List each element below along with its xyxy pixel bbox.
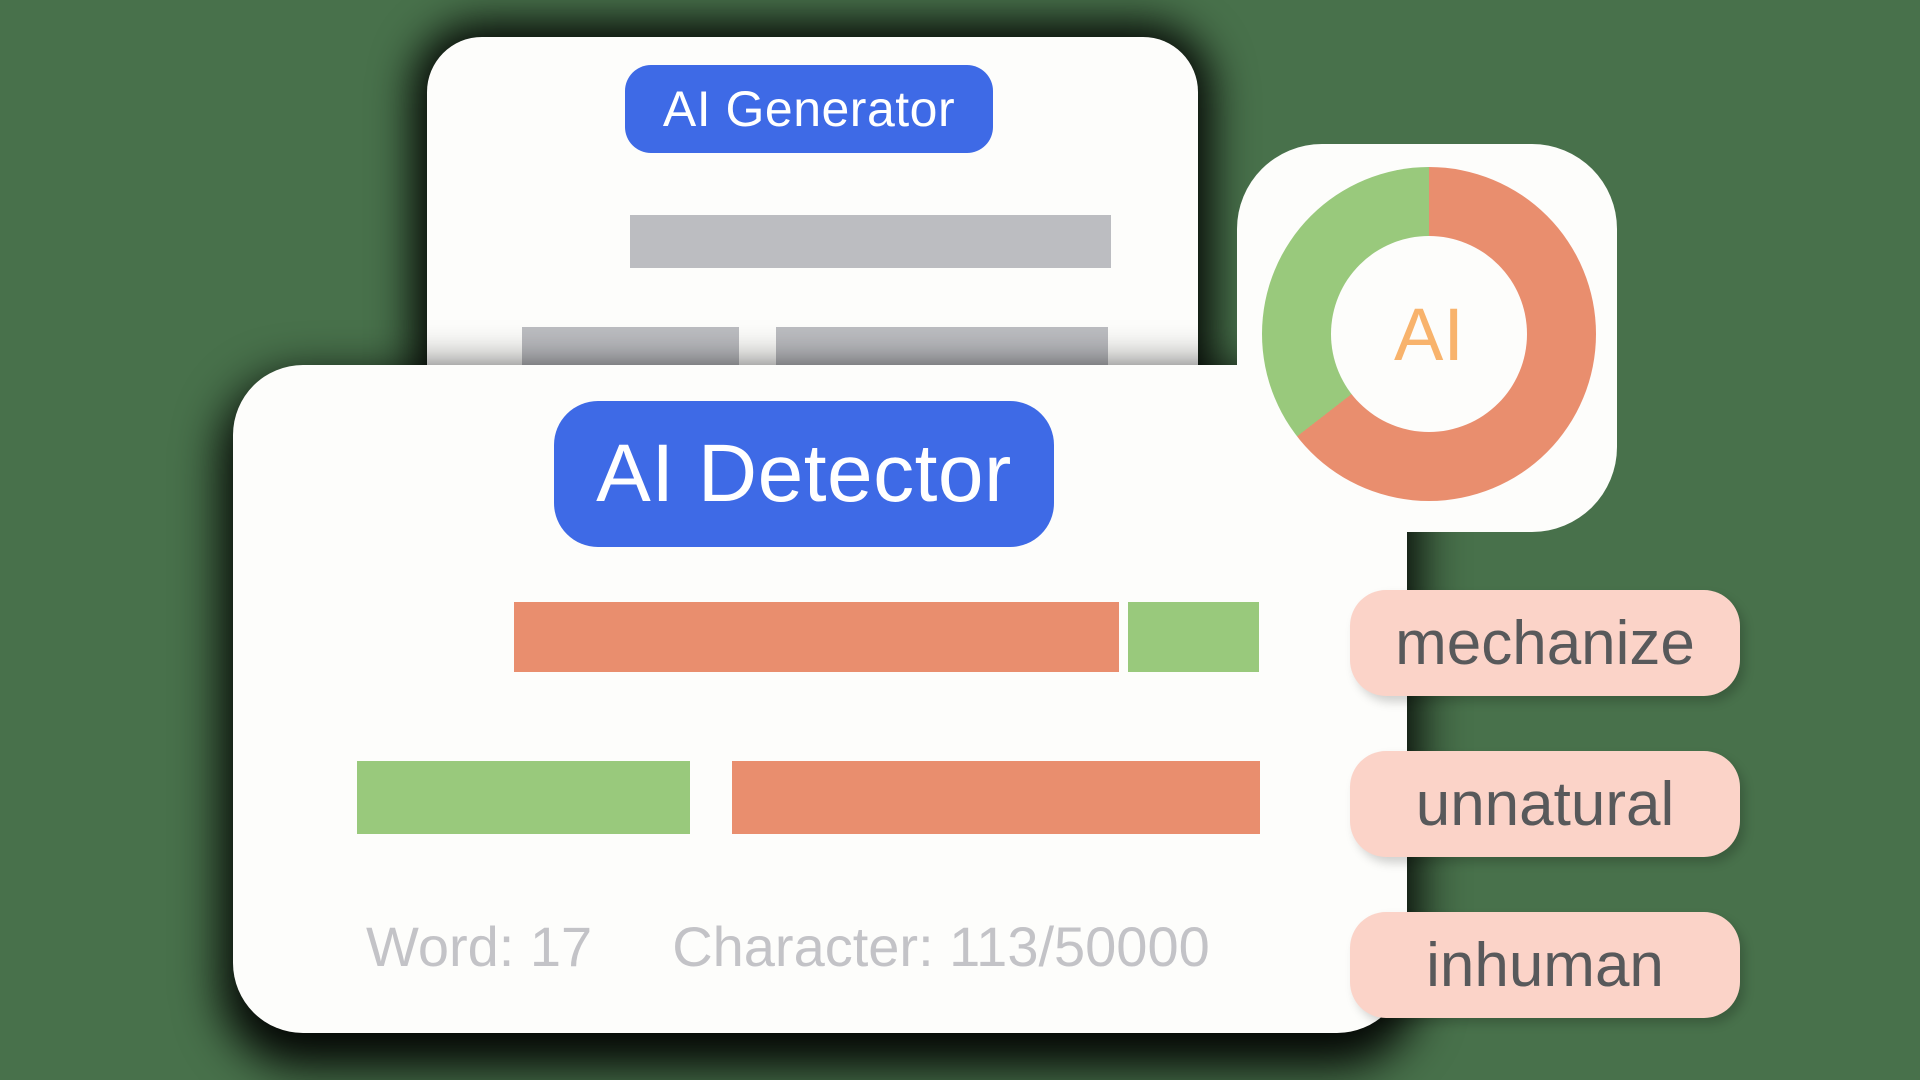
ai-flagged-text-bar [732, 761, 1260, 834]
ai-score-card: AI [1237, 144, 1617, 532]
ai-detector-badge[interactable]: AI Detector [554, 401, 1054, 547]
human-text-bar [357, 761, 690, 834]
ai-flagged-text-bar [514, 602, 1119, 672]
ai-score-donut-chart: AI [1262, 167, 1596, 501]
ai-detector-card: AI Detector Word: 17 Character: 113/5000… [233, 365, 1407, 1033]
word-count: Word: 17 [366, 915, 593, 978]
keyword-pill[interactable]: inhuman [1350, 912, 1740, 1018]
ai-generator-badge[interactable]: AI Generator [625, 65, 993, 153]
donut-center-label: AI [1394, 292, 1464, 376]
counter-row: Word: 17 Character: 113/50000 [366, 914, 1210, 979]
human-text-bar [1128, 602, 1259, 672]
placeholder-text-bar [630, 215, 1111, 268]
donut-center: AI [1331, 236, 1527, 432]
keyword-pill[interactable]: unnatural [1350, 751, 1740, 857]
keyword-pill[interactable]: mechanize [1350, 590, 1740, 696]
character-count: Character: 113/50000 [672, 915, 1210, 978]
